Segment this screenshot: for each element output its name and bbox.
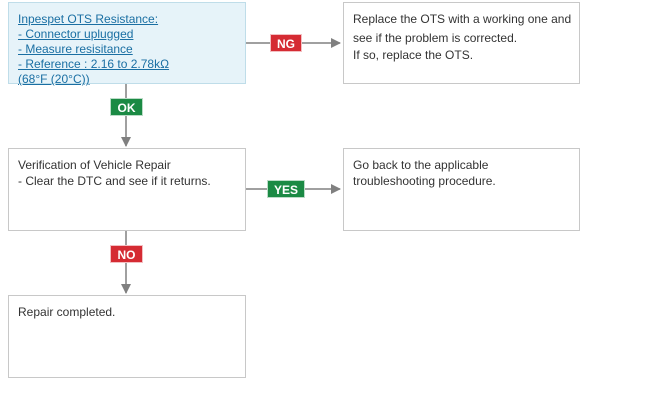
complete-line-1: Repair completed.	[18, 305, 116, 319]
verify-line-2: - Clear the DTC and see if it returns.	[18, 174, 211, 188]
inspect-item-temperature[interactable]: (68°F (20°C))	[18, 72, 90, 86]
step-replace-ots: Replace the OTS with a working one and s…	[343, 2, 580, 84]
inspect-item-reference[interactable]: - Reference : 2.16 to 2.78kΩ	[18, 57, 170, 71]
step-verify-repair: Verification of Vehicle Repair - Clear t…	[8, 148, 246, 231]
replace-line-1: Replace the OTS with a working one and	[353, 12, 572, 26]
badge-no: NO	[110, 245, 143, 263]
step-inspect-ots-resistance: Inpespet OTS Resistance: - Connector upl…	[8, 2, 246, 86]
step-go-back: Go back to the applicable troubleshootin…	[343, 148, 580, 231]
badge-yes: YES	[267, 180, 305, 198]
inspect-item-connector[interactable]: - Connector uplugged	[18, 27, 134, 41]
replace-line-2: see if the problem is corrected.	[353, 31, 518, 45]
replace-line-3: If so, replace the OTS.	[353, 48, 474, 62]
inspect-item-measure[interactable]: - Measure resisitance	[18, 42, 133, 56]
verify-line-1: Verification of Vehicle Repair	[18, 158, 171, 172]
inspect-title-link[interactable]: Inpespet OTS Resistance:	[18, 12, 159, 26]
goback-line-1: Go back to the applicable	[353, 158, 489, 172]
badge-ng: NG	[270, 34, 302, 52]
badge-ok: OK	[110, 98, 143, 116]
step-repair-completed: Repair completed.	[8, 295, 246, 378]
goback-line-2: troubleshooting procedure.	[353, 174, 496, 188]
